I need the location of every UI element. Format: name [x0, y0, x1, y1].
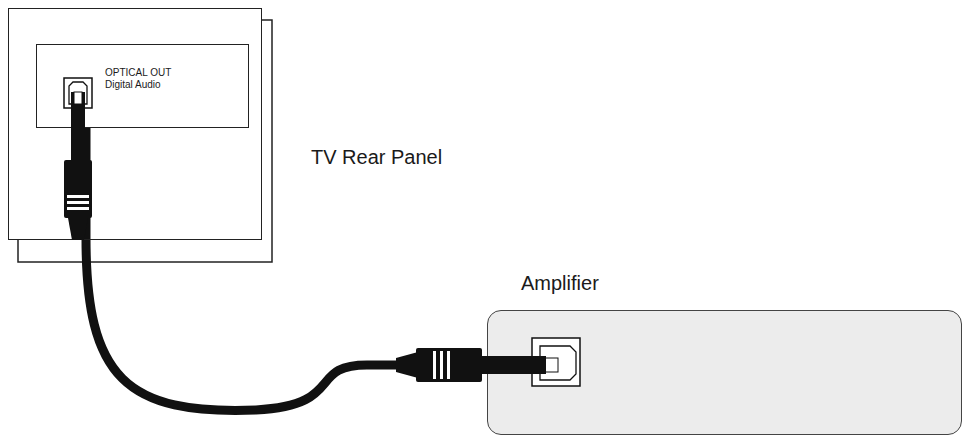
panel-face	[8, 8, 262, 240]
amplifier-heading: Amplifier	[521, 271, 599, 295]
tv-rear-panel: TV Rear PanelOPTICAL OUT Digital Audio	[8, 8, 262, 240]
optical-out-box: OPTICAL OUT Digital Audio	[36, 44, 249, 128]
tv-optical-port	[64, 78, 92, 108]
panel-heading: TV Rear Panel	[311, 145, 442, 169]
tv-optical-plug	[64, 92, 92, 240]
amplifier-box: Amplifier	[487, 310, 962, 435]
port-label: OPTICAL OUT Digital Audio	[105, 67, 187, 91]
optical-cable	[86, 128, 487, 410]
